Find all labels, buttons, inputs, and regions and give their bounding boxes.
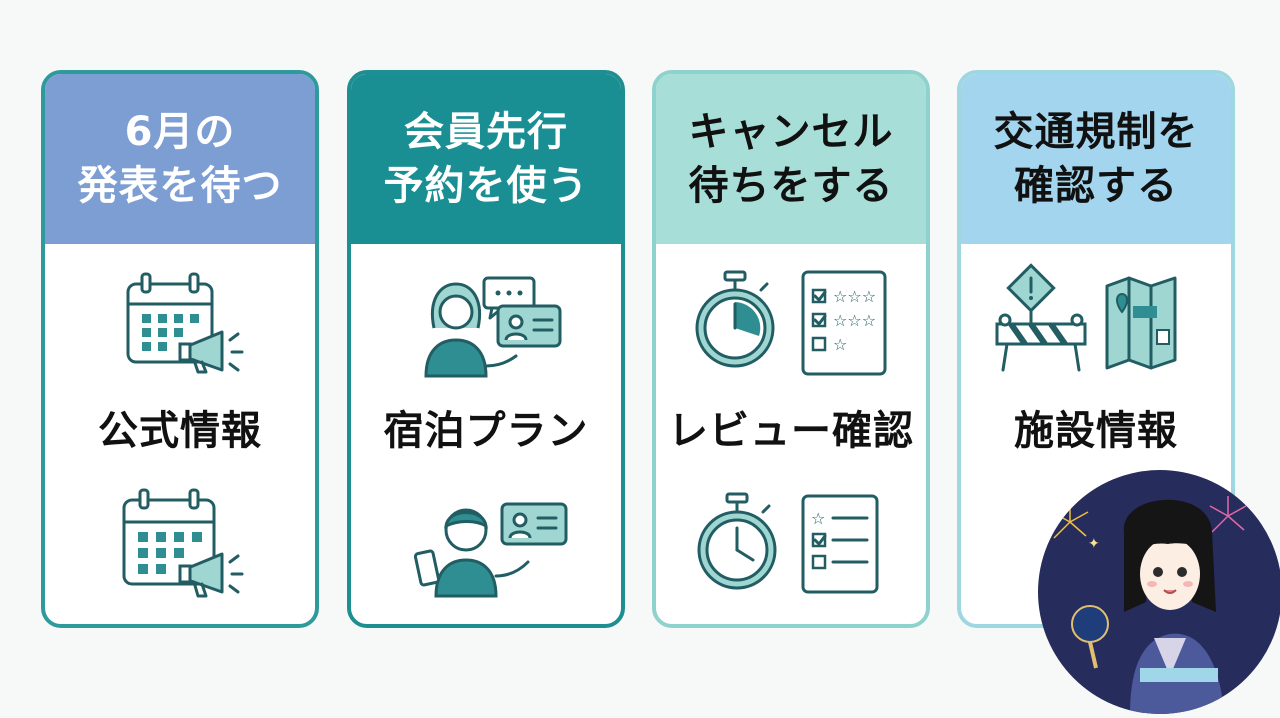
card-header: キャンセル 待ちをする xyxy=(656,74,926,244)
svg-text:✦: ✦ xyxy=(1088,536,1100,552)
calendar-megaphone-icon xyxy=(45,488,315,600)
card-header: 6月の 発表を待つ xyxy=(45,74,315,244)
card-body: 宿泊プラン xyxy=(351,244,621,624)
card-label: 公式情報 xyxy=(98,408,262,454)
card-title: 交通規制を 確認する xyxy=(994,105,1199,213)
card-cancel-wait: キャンセル 待ちをする ☆☆☆ ☆☆☆ ☆ xyxy=(652,70,930,628)
card-header: 会員先行 予約を使う xyxy=(351,74,621,244)
person-chat-idcard-icon xyxy=(351,270,621,380)
stopwatch-checklist-icon: ☆ xyxy=(656,490,926,600)
yukata-girl-fireworks-illustration: ✦ xyxy=(1030,462,1280,714)
svg-text:☆: ☆ xyxy=(833,335,847,354)
stopwatch-rating-checklist-icon: ☆☆☆ ☆☆☆ ☆ xyxy=(656,270,926,380)
svg-text:☆☆☆: ☆☆☆ xyxy=(833,311,876,330)
card-title: 会員先行 予約を使う xyxy=(384,105,589,213)
calendar-megaphone-icon xyxy=(45,270,315,380)
card-label: 施設情報 xyxy=(1014,408,1178,454)
card-title-line2: 発表を待つ xyxy=(77,163,283,209)
warning-sign-barrier-icon xyxy=(961,263,1231,380)
card-header: 交通規制を 確認する xyxy=(961,74,1231,244)
card-title-line1: 交通規制を xyxy=(993,109,1199,155)
card-body: 施設情報 xyxy=(961,244,1231,624)
card-label: 宿泊プラン xyxy=(383,408,589,454)
card-title-line1: 会員先行 xyxy=(404,109,568,155)
card-official-info: 6月の 発表を待つ 公式情報 xyxy=(41,70,319,628)
card-title: 6月の 発表を待つ xyxy=(78,105,283,213)
card-title-line1: キャンセル xyxy=(688,109,894,155)
card-title-line1: 6月の xyxy=(124,109,236,155)
person-phone-idcard-icon xyxy=(351,490,621,600)
svg-text:☆☆☆: ☆☆☆ xyxy=(833,287,876,306)
card-title-line2: 待ちをする xyxy=(688,163,894,209)
card-title-line2: 予約を使う xyxy=(383,163,589,209)
card-body: 公式情報 xyxy=(45,244,315,624)
card-title-line2: 確認する xyxy=(1014,163,1178,209)
card-title: キャンセル 待ちをする xyxy=(689,105,894,213)
card-label: レビュー確認 xyxy=(668,408,914,454)
svg-text:☆: ☆ xyxy=(811,509,825,528)
card-body: ☆☆☆ ☆☆☆ ☆ レビュー確認 ☆ xyxy=(656,244,926,624)
card-member-reservation: 会員先行 予約を使う 宿泊プラン xyxy=(347,70,625,628)
